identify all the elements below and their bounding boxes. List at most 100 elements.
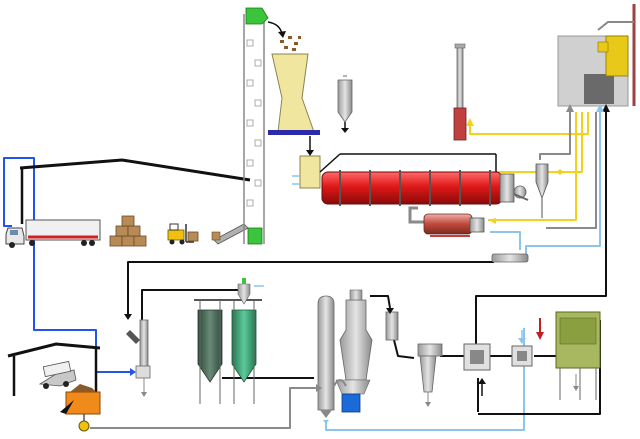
lower-cyclone [417,343,443,407]
arrowhead [306,150,314,156]
hopper-icon [271,53,315,133]
boiler-dark-block [584,74,614,104]
storage-shed [19,158,251,224]
bale [127,225,141,237]
stack-top [454,43,466,49]
lightblue-line-exchanger [490,231,521,250]
pit-material [70,384,96,392]
boiler-burner [597,41,609,53]
bale [121,235,135,247]
arrowhead [386,308,394,314]
wheel [81,240,87,246]
yellow-line-stack [469,112,589,135]
drum-end-cap [499,173,515,203]
truck-window [10,230,18,235]
stack-icon [456,45,464,111]
dryer-feed [292,153,497,189]
wheel [179,239,185,245]
elevator-head [245,7,269,25]
bales-icon [109,235,123,247]
drum-icon [321,171,503,205]
collector-pipe [491,253,529,263]
bale-conveyor [211,223,249,245]
receiving-pit [60,384,101,432]
grey-line-boiler-2 [539,112,571,160]
arrowhead [124,314,132,320]
filter-units [463,318,544,396]
exchanger-icon [423,213,473,235]
grey-line-boiler-1 [546,112,597,229]
feed-hopper [268,53,320,156]
reactor-column [317,295,335,424]
bale [133,235,147,247]
arrowhead [278,31,286,38]
bale [187,231,199,242]
falling-material [280,36,301,51]
exhaust-stack [453,43,467,141]
yellow-junction [557,169,563,175]
heat-exchanger [408,206,485,237]
wheel [9,242,15,248]
black-line-silo [141,289,240,330]
bale [211,231,221,241]
blue-feed-line [3,157,134,373]
bag-filter-legs [559,368,597,400]
shelter-roof [7,342,101,358]
black-line-separator-cyclone [393,339,415,359]
hopper-base [268,130,320,135]
stack-base [453,107,467,141]
silo-green [231,309,257,383]
wheel [89,240,95,246]
shed-roof-icon [19,158,251,182]
bag-filter [555,311,601,400]
tipper-bed [42,360,72,378]
black-line-up-to-boiler [475,112,607,344]
column-icon [317,295,335,411]
exchanger-duct [408,206,424,224]
separator-icon [339,299,373,381]
blue-unit [341,393,361,413]
boiler-plant [557,4,636,107]
boiler-yellow-block [605,35,629,77]
silo-legs [199,300,255,404]
forklift-cab [169,223,179,231]
feed-box-icon [299,155,321,189]
grey-bottom-line [90,387,318,429]
black-line-column-separator [370,295,391,309]
bale [115,225,129,237]
straw-bales [109,215,147,247]
silo-feed-cyclone [237,283,251,305]
truck-trailer [5,219,101,248]
cyclone-icon [535,163,549,200]
wheel [169,239,175,245]
exchanger-end [469,217,485,233]
rotary-drum-dryer [321,170,529,206]
boiler-flue [597,21,634,31]
forklift-icon [167,229,185,241]
small-cylinder [385,308,399,341]
cylinder-icon [385,311,399,341]
trailer-body [25,219,101,241]
drum-rings [339,170,491,206]
lower-cyclone-icon [419,355,437,393]
tipping-truck [38,360,77,389]
small-silo [337,75,353,133]
pit-elevator [124,314,151,397]
tipping-shelter [7,342,101,396]
silo-icon [337,79,353,123]
wheel [63,381,69,387]
lightblue-line-boiler [525,112,601,256]
elevator-foot [247,227,263,245]
yellow-line-cyclone [488,112,577,221]
separator [333,289,373,413]
bale [121,215,135,227]
storage-silos [194,278,264,404]
column-arrow [323,420,329,424]
elevator-buckets [246,39,262,207]
lower-cyclone-top [417,343,443,357]
lightblue-bottom-line [325,362,525,431]
pit-chute [60,400,74,414]
bucket-elevator [243,7,286,245]
wheel [43,383,49,389]
